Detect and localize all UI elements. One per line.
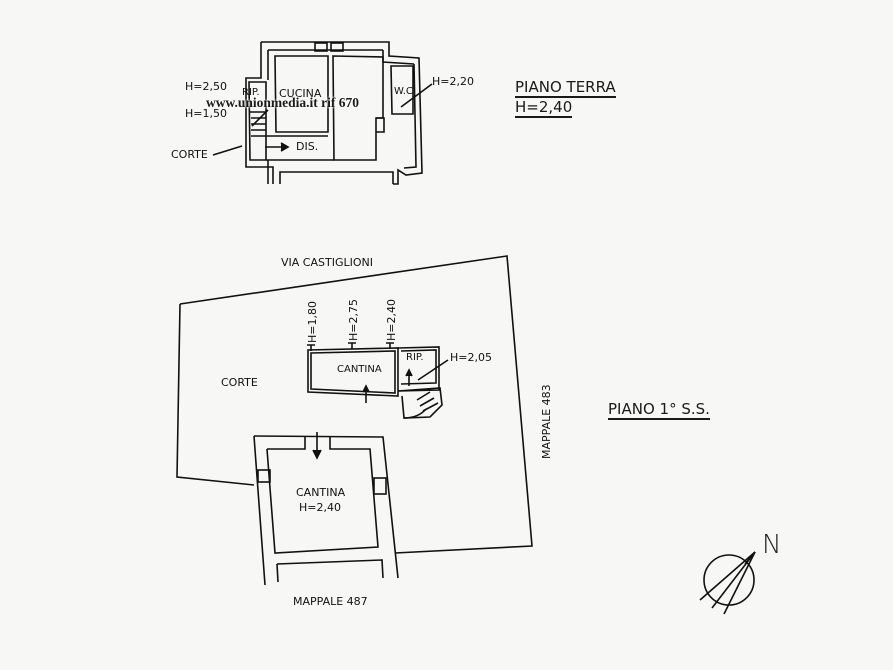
parcel-east-label: MAPPALE 483 [540, 384, 553, 459]
room-label-kitchen: CUCINA [279, 87, 322, 100]
basement-plot-outline [176, 255, 533, 554]
cellar-2-walls [253, 432, 399, 586]
courtyard-label-basement: CORTE [221, 376, 258, 389]
basement-floor-title: PIANO 1° S.S. [608, 400, 710, 420]
storage-basement-height: H=2,05 [450, 351, 492, 364]
cellar-2-label: CANTINA [296, 486, 346, 499]
compass-rose [699, 551, 756, 615]
storage-basement-label: RIP. [406, 352, 424, 363]
room-label-wc: W.C. [394, 86, 417, 97]
cellar-2-height: H=2,40 [299, 501, 341, 514]
ground-floor-plan [212, 41, 433, 185]
north-label: N [762, 530, 782, 560]
cellar-1-walls [307, 342, 399, 403]
cellar-1-height-2: H=2,75 [347, 299, 360, 341]
watermark-text: www.unionmedia.it rif 670 [206, 95, 360, 110]
ground-floor-height: H=2,40 [515, 98, 573, 118]
height-stair-top-label: H=2,50 [185, 80, 227, 93]
ground-floor-title-text: PIANO TERRA [515, 78, 616, 98]
height-stair-bottom-label: H=1,50 [185, 107, 227, 120]
basement-floor-title-text: PIANO 1° S.S. [608, 400, 710, 420]
room-label-hall: DIS. [296, 140, 319, 153]
cellar-1-height-3: H=2,40 [385, 299, 398, 341]
cellar-1-label: CANTINA [337, 364, 382, 375]
courtyard-label-ground: CORTE [171, 148, 208, 161]
ground-floor-title: PIANO TERRA H=2,40 [515, 78, 616, 118]
street-label: VIA CASTIGLIONI [281, 256, 373, 269]
room-label-storage: RIP. [242, 87, 260, 98]
cellar-1-height-1: H=1,80 [306, 301, 319, 343]
height-wc-label: H=2,20 [432, 75, 474, 88]
storage-and-stair-walls [397, 346, 449, 419]
parcel-south-label: MAPPALE 487 [293, 595, 368, 608]
